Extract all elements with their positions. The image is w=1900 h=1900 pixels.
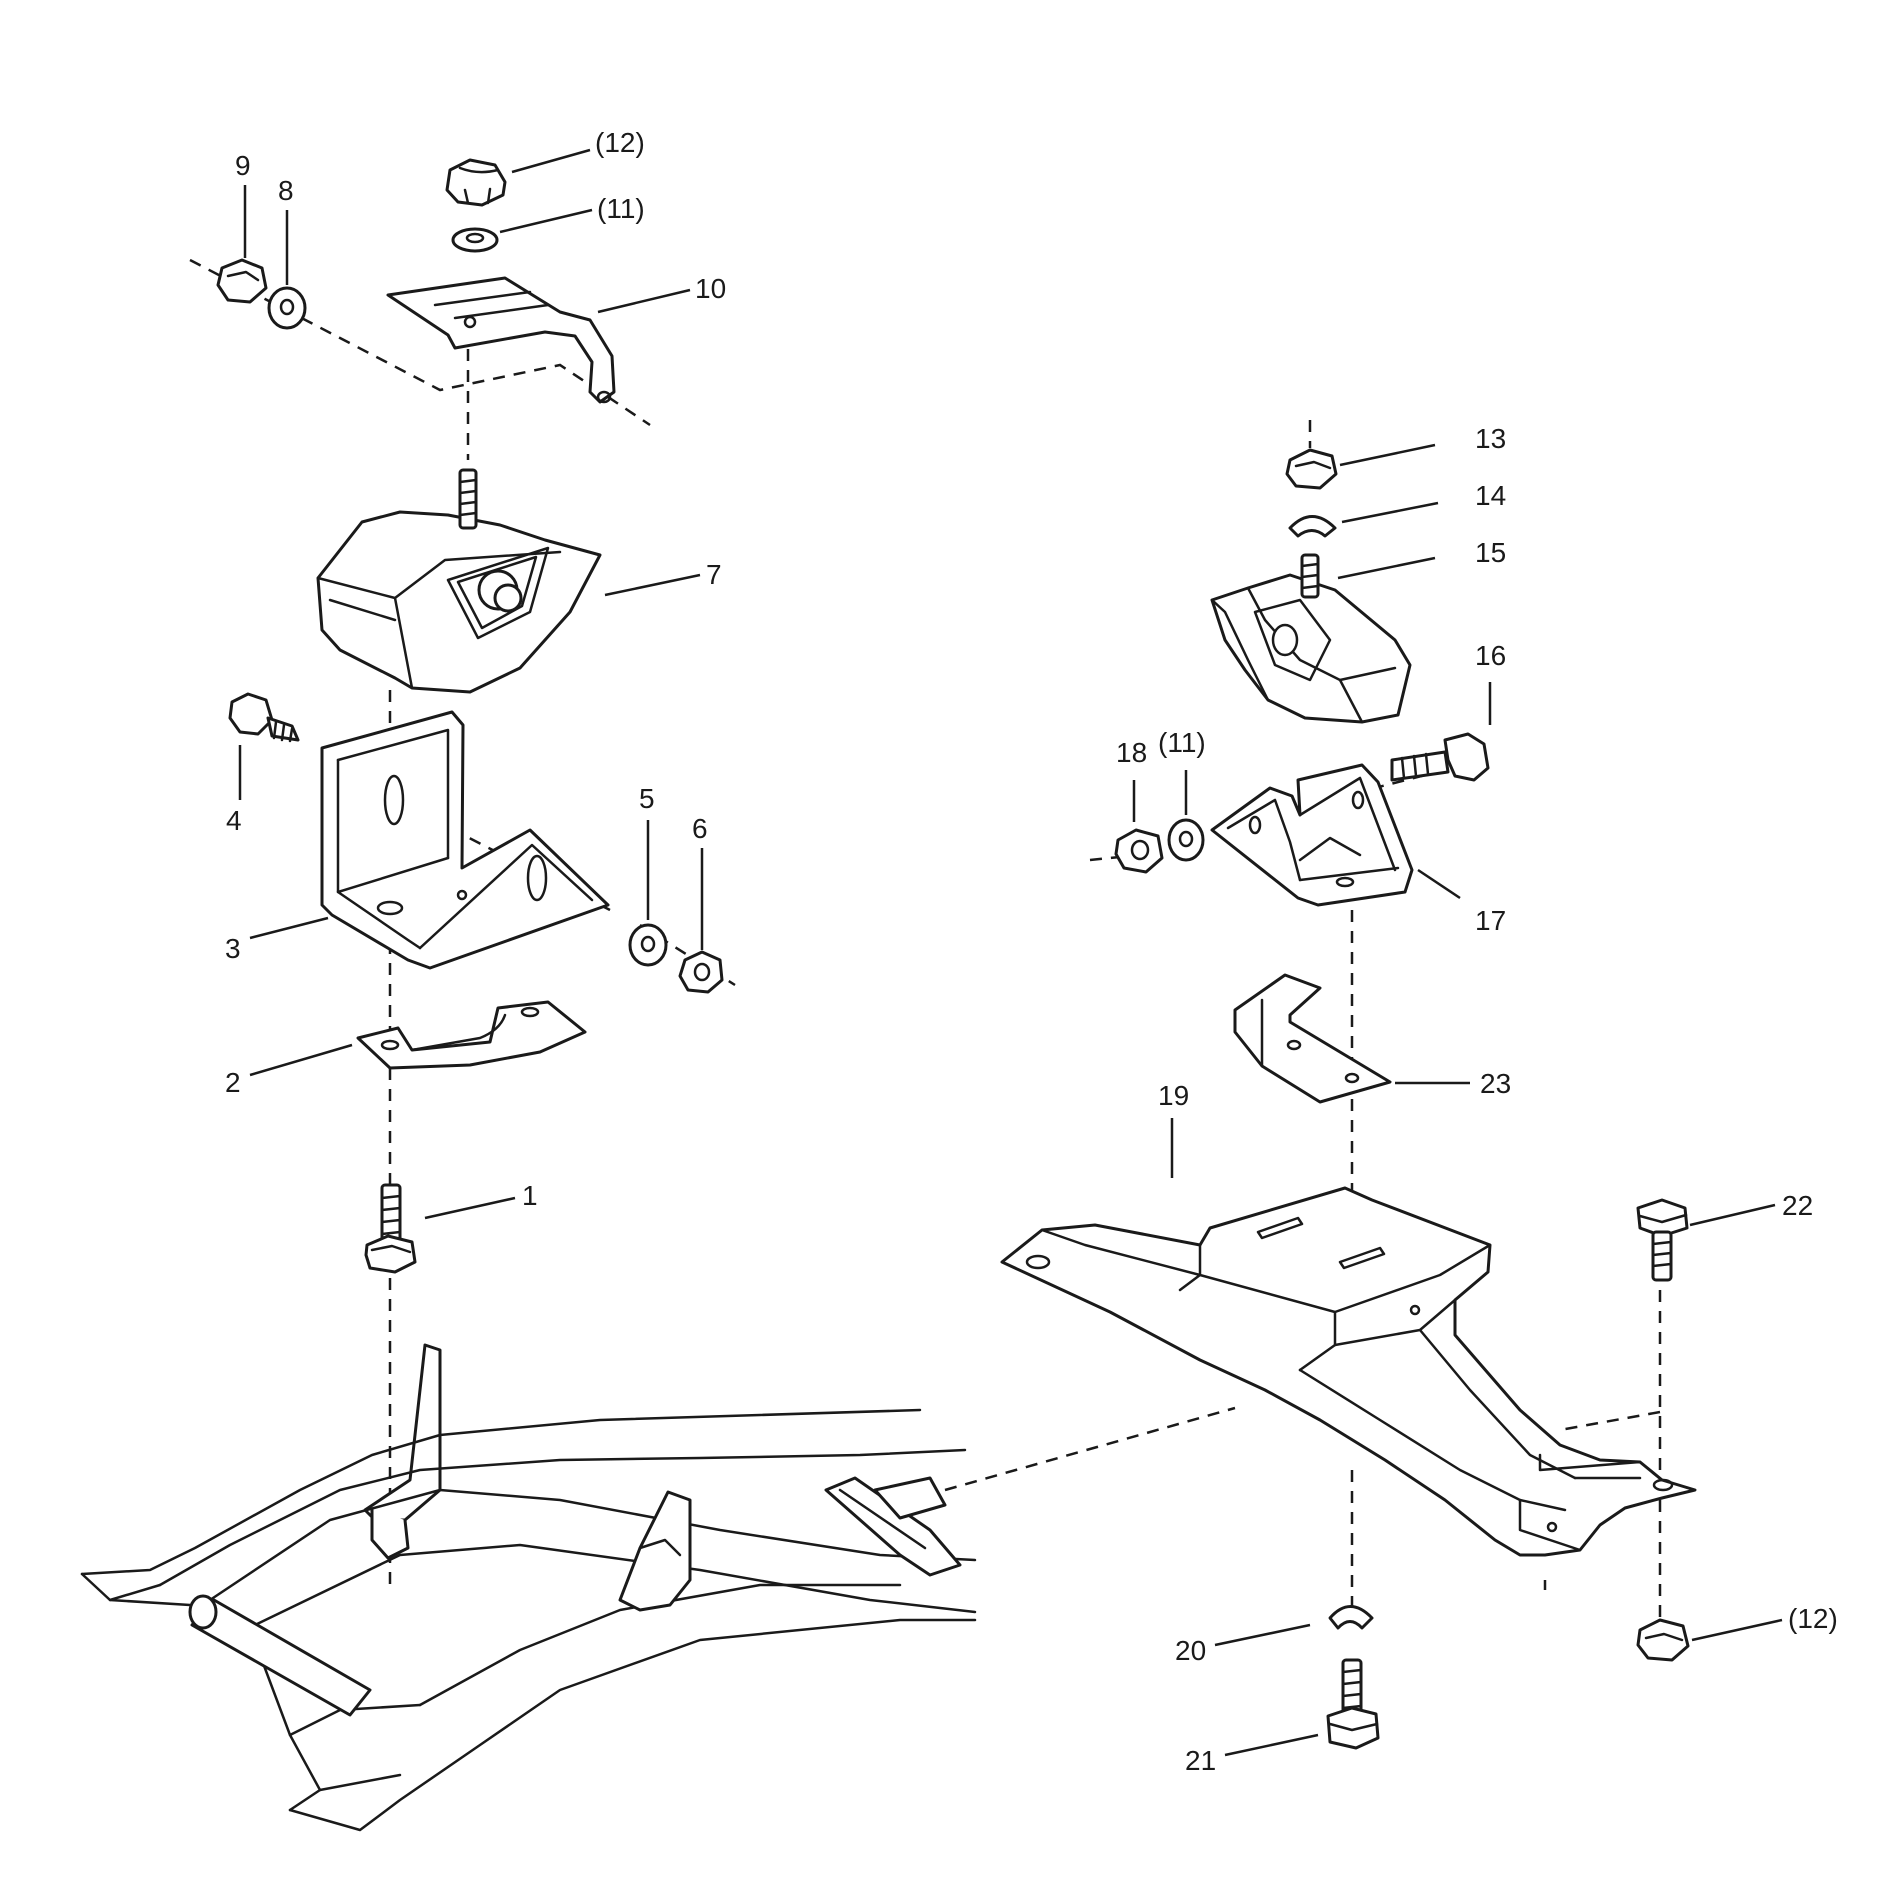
part-14-washer <box>1288 515 1337 538</box>
label-part-18: 18 <box>1116 737 1147 768</box>
label-part-15: 15 <box>1475 537 1506 568</box>
part-17-transmission-bracket <box>1210 763 1414 907</box>
label-part-12-bottom: (12) <box>1788 1603 1838 1634</box>
label-part-10: 10 <box>695 273 726 304</box>
part-21-bolt <box>1326 1658 1380 1750</box>
part-10-heat-shield-bracket <box>386 276 616 404</box>
label-part-6: 6 <box>692 813 708 844</box>
part-22-bolt <box>1636 1198 1689 1282</box>
label-part-12-top: (12) <box>595 127 645 158</box>
leader-lines <box>238 148 1783 1757</box>
part-7-engine-mount-cushion <box>316 468 602 694</box>
label-part-5: 5 <box>639 783 655 814</box>
label-part-2: 2 <box>225 1067 241 1098</box>
part-11-washer-top <box>451 227 499 253</box>
label-part-9: 9 <box>235 150 251 181</box>
label-part-1: 1 <box>522 1180 538 1211</box>
label-part-8: 8 <box>278 175 294 206</box>
part-11-washer-mid <box>1167 818 1205 862</box>
label-part-4: 4 <box>226 805 242 836</box>
label-part-21: 21 <box>1185 1745 1216 1776</box>
label-part-16: 16 <box>1475 640 1506 671</box>
part-20-washer <box>1328 1605 1374 1630</box>
label-part-7: 7 <box>706 559 722 590</box>
part-12-nut-bottom <box>1636 1618 1690 1662</box>
part-5-washer <box>628 923 668 967</box>
label-part-20: 20 <box>1175 1635 1206 1666</box>
label-part-19: 19 <box>1158 1080 1189 1111</box>
label-part-3: 3 <box>225 933 241 964</box>
part-4-bolt <box>228 692 300 743</box>
vehicle-frame-rails <box>80 1343 977 1832</box>
label-part-11-mid: (11) <box>1158 727 1206 758</box>
part-16-bolt <box>1390 732 1490 782</box>
label-part-17: 17 <box>1475 905 1506 936</box>
part-15-transmission-mount-cushion <box>1210 553 1412 724</box>
part-3-mounting-bracket <box>320 710 610 970</box>
part-9-nut <box>216 258 268 304</box>
label-part-23: 23 <box>1480 1068 1511 1099</box>
part-13-nut <box>1285 448 1338 490</box>
label-part-22: 22 <box>1782 1190 1813 1221</box>
part-12-nut-top <box>445 158 507 207</box>
part-2-shim-plate <box>356 1000 587 1070</box>
part-18-nut <box>1114 828 1164 874</box>
part-6-nut <box>678 950 724 994</box>
part-labels: 9 8 (12) (11) 10 7 4 5 6 3 2 1 13 14 15 … <box>225 127 1838 1776</box>
part-8-washer <box>267 286 307 330</box>
part-23-spacer-bracket <box>1233 973 1392 1104</box>
part-1-bolt <box>364 1183 417 1274</box>
label-part-11-top: (11) <box>597 193 645 224</box>
part-19-crossmember <box>1000 1186 1697 1557</box>
label-part-14: 14 <box>1475 480 1506 511</box>
label-part-13: 13 <box>1475 423 1506 454</box>
